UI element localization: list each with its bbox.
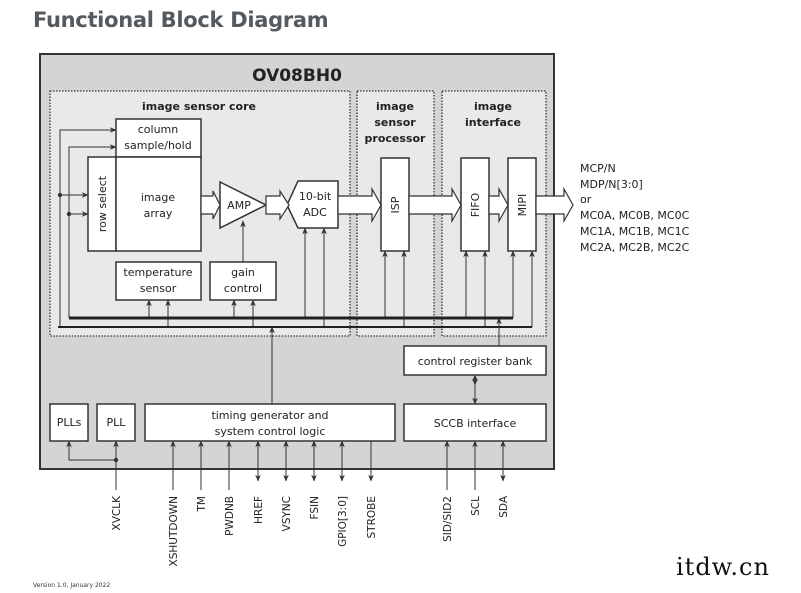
watermark: itdw.cn bbox=[676, 553, 770, 581]
isp-label: ISP bbox=[389, 196, 402, 213]
region-processor-label-2: sensor bbox=[374, 116, 416, 129]
row-select-label: row select bbox=[96, 175, 109, 232]
timing-generator-label-2: system control logic bbox=[215, 425, 326, 438]
line-col-sh-1 bbox=[59, 127, 117, 327]
dataflow-arrows bbox=[200, 186, 574, 224]
block-image-array bbox=[115, 156, 202, 252]
adc-label-1: 10-bit bbox=[299, 190, 332, 203]
image-array-label-2: array bbox=[144, 207, 173, 220]
adc-label-2: ADC bbox=[303, 206, 327, 219]
gain-control-label-1: gain bbox=[231, 266, 255, 279]
version-footer: Version 1.0, January 2022 bbox=[33, 582, 111, 589]
output-label-5: MC1A, MC1B, MC1C bbox=[580, 225, 690, 238]
column-sample-hold-label-2: sample/hold bbox=[124, 139, 191, 152]
block-control-register-bank bbox=[403, 345, 547, 376]
block-gain-control bbox=[209, 261, 277, 301]
arrow-array-to-amp bbox=[200, 190, 221, 220]
timing-generator-label-1: timing generator and bbox=[211, 409, 328, 422]
temperature-sensor-label-2: sensor bbox=[140, 282, 177, 295]
fifo-label: FIFO bbox=[469, 192, 482, 217]
arrow-mipi-out bbox=[535, 186, 574, 224]
pll-label: PLL bbox=[107, 416, 127, 429]
chip-name: OV08BH0 bbox=[252, 66, 342, 86]
pin-xshutdown: XSHUTDOWN bbox=[168, 496, 180, 566]
page-title: Functional Block Diagram bbox=[33, 8, 329, 32]
control-lines bbox=[59, 127, 535, 405]
pin-pwdnb: PWDNB bbox=[224, 496, 236, 536]
control-register-bank-label: control register bank bbox=[418, 355, 533, 368]
region-processor-label-1: image bbox=[376, 100, 414, 113]
arrow-isp-to-fifo bbox=[408, 186, 462, 224]
output-label-2: MDP/N[3:0] bbox=[580, 178, 643, 191]
pin-vsync: VSYNC bbox=[281, 496, 293, 531]
gain-control-label-2: control bbox=[224, 282, 262, 295]
block-column-sample-hold bbox=[115, 118, 202, 158]
sccb-interface-label: SCCB interface bbox=[434, 417, 517, 430]
amp-label: AMP bbox=[227, 199, 251, 212]
temperature-sensor-label-1: temperature bbox=[123, 266, 192, 279]
region-interface-label-1: image bbox=[474, 100, 512, 113]
column-sample-hold-label-1: column bbox=[138, 123, 179, 136]
block-pll bbox=[96, 403, 136, 442]
pin-fsin: FSIN bbox=[309, 496, 321, 519]
pin-href: HREF bbox=[253, 496, 265, 524]
line-col-sh-2 bbox=[68, 144, 117, 318]
output-label-6: MC2A, MC2B, MC2C bbox=[580, 241, 690, 254]
block-adc bbox=[286, 180, 339, 229]
pin-sid: SID/SID2 bbox=[442, 496, 454, 542]
plls-label: PLLs bbox=[57, 416, 82, 429]
region-interface-label-2: interface bbox=[465, 116, 521, 129]
pin-scl: SCL bbox=[470, 496, 482, 516]
arrow-fifo-to-mipi bbox=[488, 186, 509, 224]
pin-tm: TM bbox=[196, 496, 208, 512]
pin-gpio: GPIO[3:0] bbox=[337, 496, 349, 547]
pin-lines bbox=[66, 440, 506, 490]
output-label-1: MCP/N bbox=[580, 162, 616, 175]
block-sccb-interface bbox=[403, 403, 547, 442]
pin-xvclk: XVCLK bbox=[111, 495, 123, 531]
block-timing-generator bbox=[144, 403, 396, 442]
arrow-adc-to-isp bbox=[337, 186, 382, 224]
region-processor-label-3: processor bbox=[365, 132, 426, 145]
pin-strobe: STROBE bbox=[366, 496, 378, 538]
block-temperature-sensor bbox=[115, 261, 202, 301]
pin-sda: SDA bbox=[498, 495, 510, 518]
region-sensor-core-label: image sensor core bbox=[142, 100, 256, 113]
output-label-3: or bbox=[580, 193, 592, 206]
output-label-4: MC0A, MC0B, MC0C bbox=[580, 209, 690, 222]
arrow-amp-to-adc bbox=[265, 188, 290, 222]
mipi-label: MIPI bbox=[516, 194, 529, 217]
image-array-label-1: image bbox=[141, 191, 175, 204]
